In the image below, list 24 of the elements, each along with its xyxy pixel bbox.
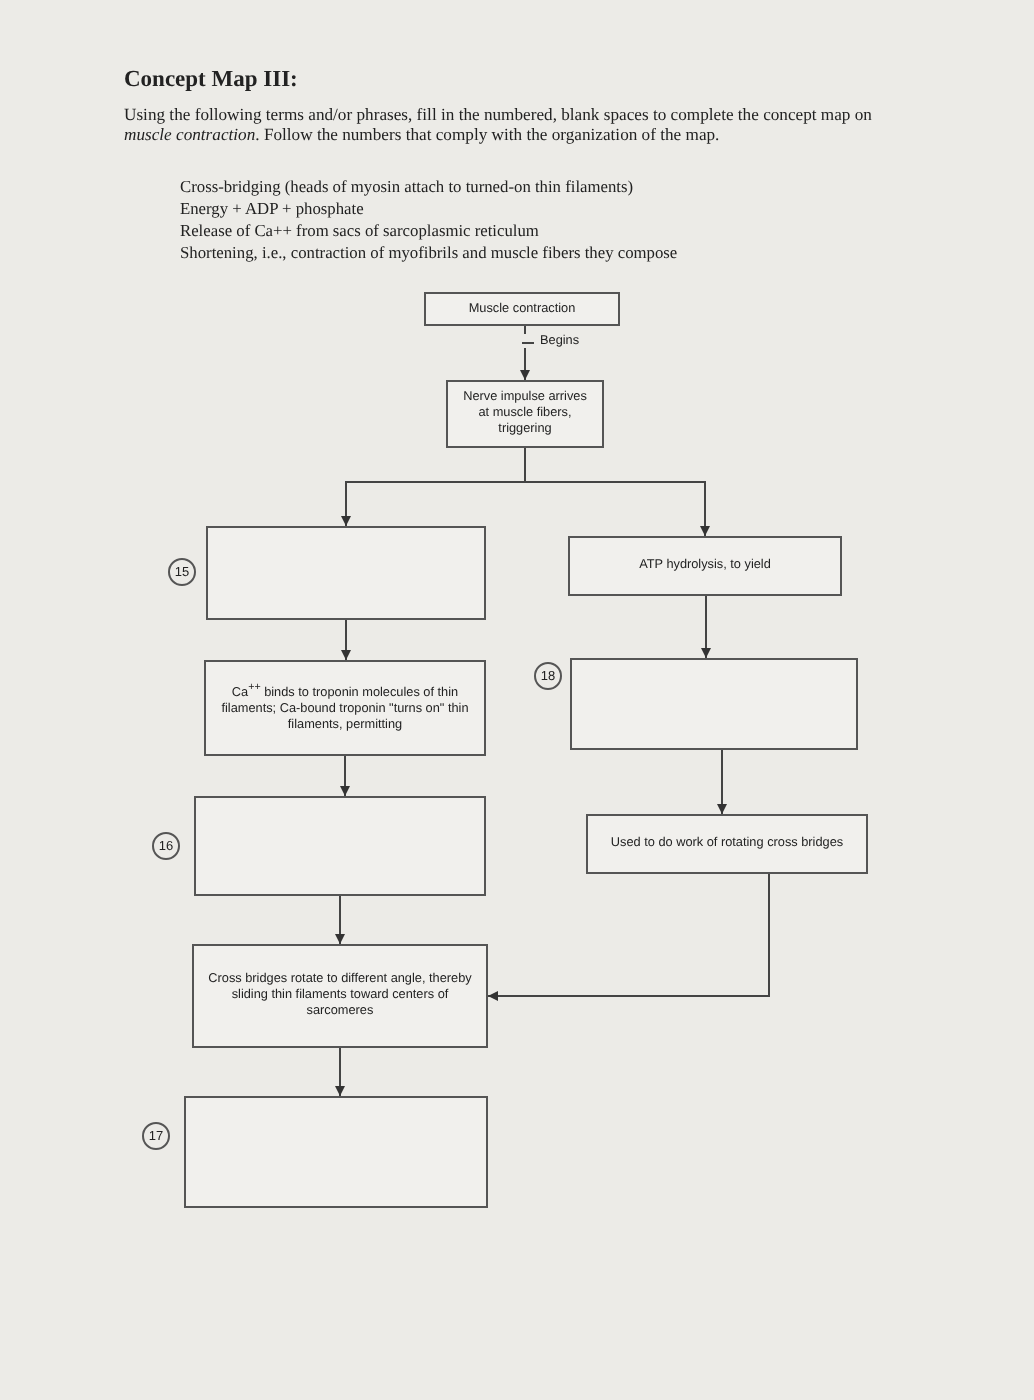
arrow: [701, 595, 711, 659]
arrow: [341, 619, 351, 661]
concept-box: [192, 944, 488, 1048]
blank-box: [570, 658, 858, 750]
blank-box: [206, 526, 486, 620]
concept-box: [446, 380, 604, 448]
term: Release of Ca++ from sacs of sarcoplasmic reticulum: [180, 222, 541, 240]
arrow: [717, 749, 727, 815]
concept-box: [424, 292, 620, 326]
arrow: [335, 1047, 345, 1097]
title: Concept Map III:: [124, 68, 298, 92]
term: Shortening, i.e., contraction of myofibrils and muscle fibers they compose: [180, 244, 680, 262]
arrow: [487, 873, 770, 1001]
instructions: Using the following terms and/or phrases, fill in the numbered, blank spaces to complete the concept map on muscle contraction. Follow the numbers that comply with the organization of the map.: [124, 104, 874, 144]
arrow: [340, 755, 350, 797]
blank-box: [184, 1096, 488, 1208]
term: Cross-bridging (heads of myosin attach to turned-on thin filaments): [180, 178, 636, 196]
term: Energy + ADP + phosphate: [180, 200, 366, 218]
concept-box: [568, 536, 842, 596]
arrow: [335, 895, 345, 945]
blank-box: [194, 796, 486, 896]
concept-box: [204, 660, 486, 756]
arrow: [524, 447, 710, 537]
concept-box: [586, 814, 868, 874]
